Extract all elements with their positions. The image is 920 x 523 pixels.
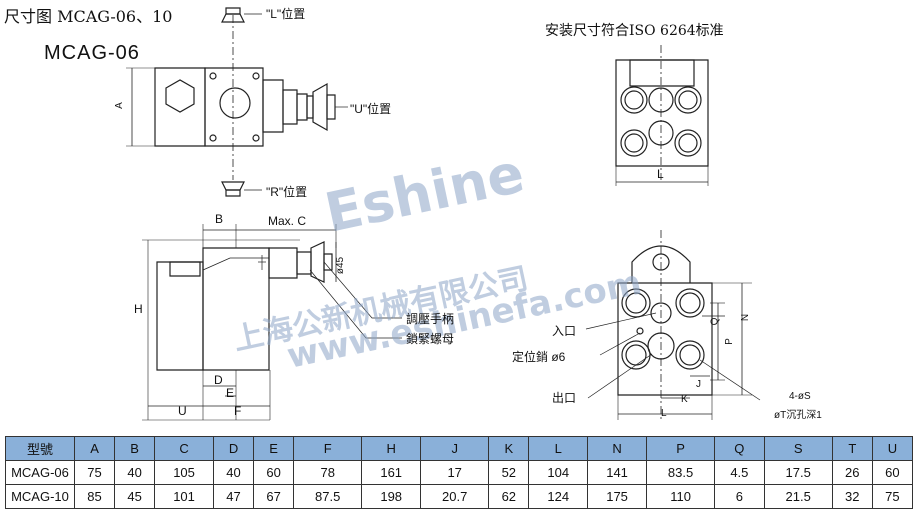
table-cell: 52 (488, 460, 530, 485)
column-header-model: 型號 (5, 436, 75, 461)
column-header-j: J (420, 436, 490, 461)
column-header-l: L (528, 436, 589, 461)
table-cell: 6 (714, 484, 765, 509)
label-dim-n: N (740, 313, 752, 322)
label-adjust-handle: 調壓手柄 (406, 312, 455, 326)
table-cell: 105 (154, 460, 214, 485)
table-cell: 141 (587, 460, 647, 485)
label-inlet: 入口 (552, 324, 577, 338)
table-cell: 47 (212, 484, 255, 509)
table-cell: 40 (114, 460, 156, 485)
table-cell: 62 (488, 484, 530, 509)
label-dim-e: E (226, 386, 235, 400)
table-cell: 78 (293, 460, 363, 485)
table-cell: 175 (587, 484, 647, 509)
label-dim-u: U (178, 404, 187, 418)
column-header-h: H (361, 436, 422, 461)
table-cell: 17 (420, 460, 490, 485)
label-dim-d: D (214, 373, 223, 387)
column-header-s: S (763, 436, 833, 461)
table-cell: 26 (831, 460, 873, 485)
standard-note: 安装尺寸符合ISO 6264标准 (545, 23, 724, 39)
table-cell: 20.7 (420, 484, 490, 509)
column-header-q: Q (714, 436, 765, 461)
column-header-e: E (253, 436, 295, 461)
table-cell: 75 (871, 484, 914, 509)
watermark-brand: Eshine (320, 141, 530, 244)
label-lock-nut: 鎖緊螺母 (406, 332, 455, 346)
bottom-mounting-face (586, 230, 760, 420)
top-side-view (126, 8, 348, 196)
page-title: 尺寸图 MCAG-06、10 (4, 7, 173, 26)
table-cell: 198 (361, 484, 422, 509)
table-cell: 110 (645, 484, 716, 509)
label-bolt-spec-1: 4-øS (789, 391, 811, 402)
column-header-d: D (212, 436, 255, 461)
top-front-view (616, 45, 708, 186)
table-cell: 87.5 (293, 484, 363, 509)
table-cell-model: MCAG-06 (5, 460, 75, 485)
column-header-n: N (587, 436, 647, 461)
table-cell: 67 (253, 484, 295, 509)
column-header-k: K (488, 436, 530, 461)
label-dim-q: Q (709, 317, 721, 326)
table-cell: 83.5 (645, 460, 716, 485)
label-dim-p: P (723, 338, 735, 345)
table-cell: 45 (114, 484, 156, 509)
label-locating-pin: 定位銷 ø6 (512, 350, 566, 364)
table-cell: 60 (253, 460, 295, 485)
table-cell: 60 (871, 460, 914, 485)
table-cell: 124 (528, 484, 589, 509)
label-dim-l-top: L (657, 167, 664, 181)
table-cell: 21.5 (763, 484, 833, 509)
table-cell: 32 (831, 484, 873, 509)
label-pos-r: "R"位置 (266, 185, 308, 199)
label-dim-h: H (134, 302, 143, 316)
column-header-p: P (645, 436, 716, 461)
label-dim-phi45: ø45 (335, 256, 347, 275)
column-header-u: U (871, 436, 914, 461)
table-cell: 40 (212, 460, 255, 485)
table-cell: 161 (361, 460, 422, 485)
column-header-a: A (73, 436, 116, 461)
label-dim-b: B (215, 212, 224, 226)
table-cell: 17.5 (763, 460, 833, 485)
bottom-side-view (142, 224, 402, 420)
label-dim-k: K (681, 394, 688, 405)
dimension-drawing: Eshine 上海公新机械有限公司 www.eshinefa.com (0, 0, 920, 436)
label-dim-max-c: Max. C (268, 214, 307, 228)
label-outlet: 出口 (552, 391, 577, 405)
label-dim-l-bottom: L (661, 408, 667, 419)
label-pos-l: "L"位置 (266, 7, 306, 21)
column-header-t: T (831, 436, 873, 461)
table-cell: 101 (154, 484, 214, 509)
label-pos-u: "U"位置 (350, 102, 392, 116)
column-header-c: C (154, 436, 214, 461)
column-header-b: B (114, 436, 156, 461)
label-dim-f: F (234, 404, 242, 418)
label-dim-a: A (113, 102, 125, 109)
table-cell-model: MCAG-10 (5, 484, 75, 509)
label-bolt-spec-2: øT沉孔深1 (774, 410, 822, 421)
column-header-f: F (293, 436, 363, 461)
table-cell: 4.5 (714, 460, 765, 485)
table-cell: 75 (73, 460, 116, 485)
label-dim-j: J (696, 379, 701, 390)
table-cell: 104 (528, 460, 589, 485)
model-label: MCAG-06 (44, 42, 140, 64)
table-cell: 85 (73, 484, 116, 509)
